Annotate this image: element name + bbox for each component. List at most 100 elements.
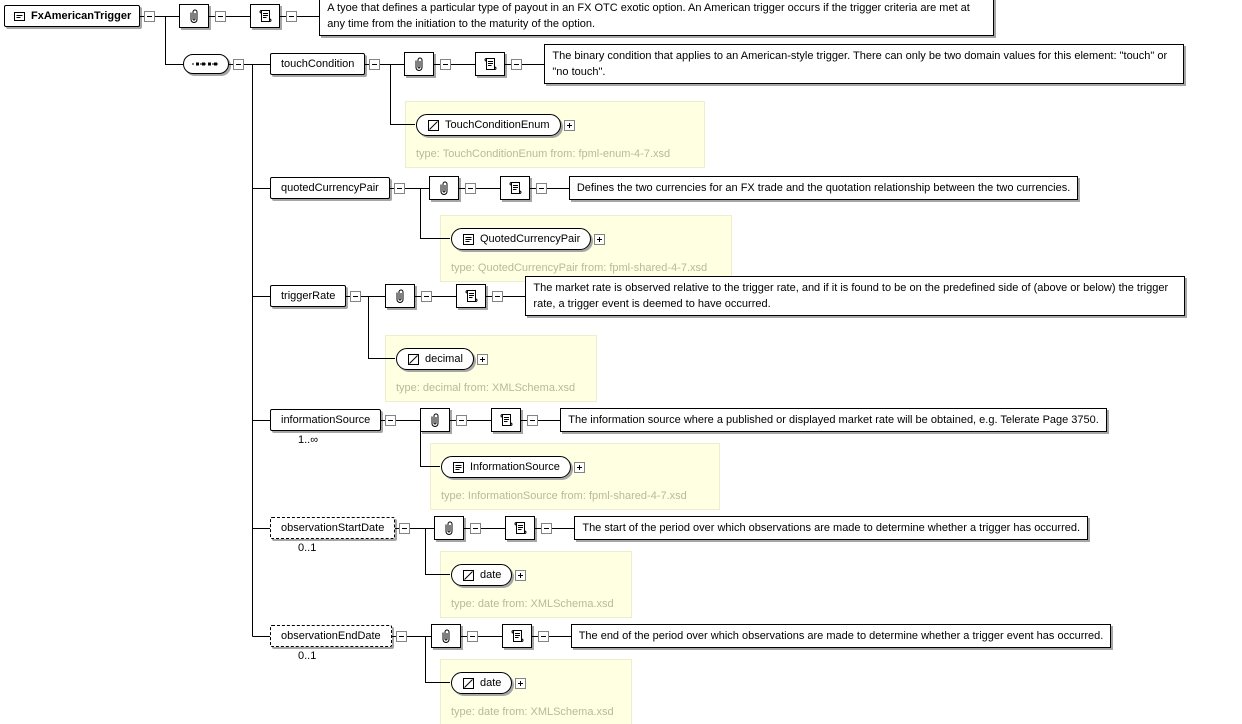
attributes-button[interactable]	[404, 52, 435, 76]
collapse-toggle-icon[interactable]	[511, 58, 523, 70]
annotation-button[interactable]	[475, 52, 506, 76]
type-name: InformationSource	[470, 461, 560, 473]
type-name: decimal	[425, 353, 463, 365]
element-label: touchCondition	[281, 58, 355, 70]
element-box-touchCondition[interactable]: touchCondition	[270, 53, 366, 75]
expand-toggle-icon[interactable]	[515, 569, 527, 581]
collapse-toggle-icon[interactable]	[286, 10, 298, 22]
annotation-icon	[463, 289, 479, 303]
collapse-toggle-icon[interactable]	[464, 182, 476, 194]
collapse-toggle-icon[interactable]	[492, 290, 504, 302]
connector-line	[481, 527, 506, 529]
annotation-text: The market rate is observed relative to …	[525, 276, 1186, 316]
element-box-quotedCurrencyPair[interactable]: quotedCurrencyPair	[270, 177, 390, 199]
collapse-toggle-icon[interactable]	[541, 522, 553, 534]
attributes-button[interactable]	[428, 176, 459, 200]
expand-toggle-icon[interactable]	[594, 233, 606, 245]
type-panel-triggerRate: decimal type: decimal from: XMLSchema.xs…	[385, 335, 597, 402]
connector-line	[460, 635, 467, 637]
connector-line	[226, 15, 251, 17]
element-box-observationStartDate[interactable]: observationStartDate	[270, 517, 396, 539]
annotation-icon	[507, 181, 523, 195]
type-note: type: TouchConditionEnum from: fpml-enum…	[416, 148, 671, 160]
collapse-toggle-icon[interactable]	[537, 630, 549, 642]
annotation-text: The binary condition that applies to an …	[544, 44, 1185, 84]
collapse-toggle-icon[interactable]	[527, 414, 539, 426]
annotation-button[interactable]	[505, 516, 536, 540]
expand-toggle-icon[interactable]	[476, 353, 488, 365]
collapse-toggle-icon[interactable]	[233, 58, 244, 70]
collapse-toggle-icon[interactable]	[385, 414, 397, 426]
attributes-button[interactable]	[420, 408, 451, 432]
connector-line	[548, 635, 571, 637]
element-row-quotedCurrencyPair: quotedCurrencyPair Defines the two curre…	[270, 176, 1079, 200]
collapse-toggle-icon[interactable]	[456, 414, 468, 426]
paperclip-icon	[187, 8, 201, 25]
element-row-touchCondition: touchCondition The binary condition that…	[270, 44, 1185, 84]
element-box-informationSource[interactable]: informationSource	[270, 409, 382, 431]
collapse-toggle-icon[interactable]	[535, 182, 547, 194]
connector-line	[406, 635, 431, 637]
element-label: observationEndDate	[281, 630, 381, 642]
type-box-InformationSource[interactable]: InformationSource	[441, 456, 571, 478]
annotation-text: The information source where a published…	[560, 408, 1107, 432]
sequence-icon	[192, 60, 220, 68]
type-panel-informationSource: InformationSource type: InformationSourc…	[430, 443, 720, 510]
type-box-date[interactable]: date	[451, 672, 513, 694]
collapse-toggle-icon[interactable]	[144, 10, 156, 22]
connector-line	[467, 419, 492, 421]
annotation-button[interactable]	[456, 284, 487, 308]
connector-line	[389, 187, 394, 189]
collapse-toggle-icon[interactable]	[369, 58, 381, 70]
collapse-toggle-icon[interactable]	[350, 290, 362, 302]
sequence-compositor[interactable]	[183, 54, 229, 74]
type-box-TouchConditionEnum[interactable]: TouchConditionEnum	[416, 114, 561, 136]
attributes-button[interactable]	[430, 624, 461, 648]
connector-line	[365, 63, 370, 65]
connector-line	[361, 295, 386, 297]
element-row-triggerRate: triggerRate The market rate is observed …	[270, 276, 1186, 316]
type-box-date[interactable]: date	[451, 564, 513, 586]
collapse-toggle-icon[interactable]	[395, 630, 407, 642]
collapse-toggle-icon[interactable]	[470, 522, 482, 534]
complex-type-icon	[462, 233, 475, 246]
annotation-button[interactable]	[499, 176, 530, 200]
connector-line	[404, 187, 429, 189]
element-box-observationEndDate[interactable]: observationEndDate	[270, 625, 392, 647]
element-label: quotedCurrencyPair	[281, 182, 379, 194]
annotation-button[interactable]	[491, 408, 522, 432]
connector-line	[451, 63, 476, 65]
connector-line	[458, 187, 465, 189]
connector-line	[297, 15, 320, 17]
collapse-toggle-icon[interactable]	[466, 630, 478, 642]
type-name: date	[480, 569, 502, 581]
element-box-FxAmericanTrigger[interactable]: FxAmericanTrigger	[4, 5, 141, 27]
type-panel-quotedCurrencyPair: QuotedCurrencyPair type: QuotedCurrencyP…	[440, 215, 732, 282]
connector-line	[140, 15, 145, 17]
cardinality-label: 0..1	[298, 542, 317, 554]
type-box-decimal[interactable]: decimal	[396, 348, 474, 370]
collapse-toggle-icon[interactable]	[393, 182, 405, 194]
expand-toggle-icon[interactable]	[573, 461, 585, 473]
annotation-text: The start of the period over which obser…	[574, 516, 1089, 540]
collapse-toggle-icon[interactable]	[399, 522, 411, 534]
attributes-button[interactable]	[434, 516, 465, 540]
paperclip-icon	[428, 412, 442, 429]
paperclip-icon	[439, 628, 453, 645]
annotation-button[interactable]	[250, 4, 281, 28]
element-box-triggerRate[interactable]: triggerRate	[270, 285, 347, 307]
type-box-QuotedCurrencyPair[interactable]: QuotedCurrencyPair	[451, 228, 592, 250]
connector-line	[503, 295, 526, 297]
attributes-button[interactable]	[385, 284, 416, 308]
expand-toggle-icon[interactable]	[563, 119, 575, 131]
expand-toggle-icon[interactable]	[515, 677, 527, 689]
simple-type-icon	[427, 119, 440, 132]
collapse-toggle-icon[interactable]	[440, 58, 452, 70]
collapse-toggle-icon[interactable]	[421, 290, 433, 302]
annotation-button[interactable]	[501, 624, 532, 648]
collapse-toggle-icon[interactable]	[215, 10, 227, 22]
complex-type-icon	[452, 461, 465, 474]
connector-line	[155, 15, 180, 17]
connector-line	[380, 63, 405, 65]
attributes-button[interactable]	[179, 4, 210, 28]
